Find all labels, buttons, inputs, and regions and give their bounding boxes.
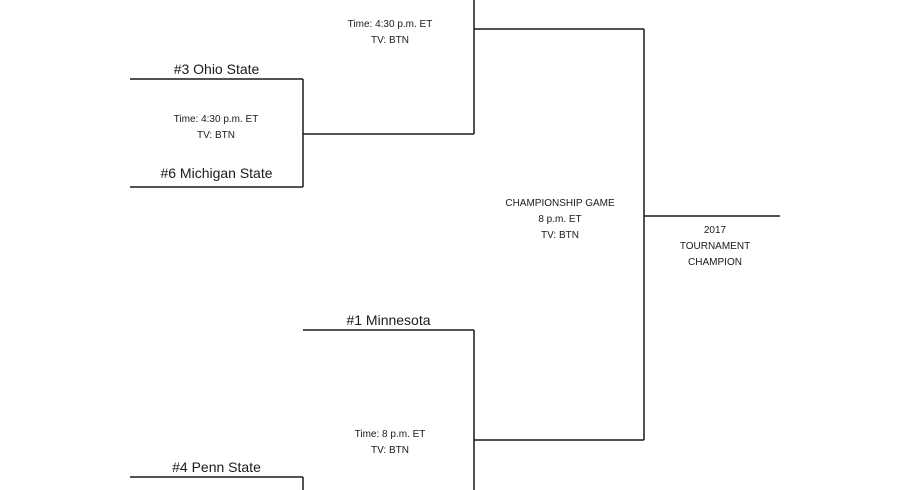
championship-info: CHAMPIONSHIP GAME 8 p.m. ET TV: BTN [490,196,630,244]
team-ohio-state: #3 Ohio State [173,61,260,77]
team-minnesota: #1 Minnesota [346,312,431,328]
bottom-semifinal-tv: TV: BTN [371,445,409,456]
quarterfinal-info: Time: 4:30 p.m. ET TV: BTN [156,112,276,144]
championship-title: CHAMPIONSHIP GAME [505,198,615,209]
quarterfinal-time: Time: 4:30 p.m. ET [173,114,259,125]
champion-year: 2017 [703,225,727,236]
team-penn-state: #4 Penn State [172,459,261,475]
bottom-semifinal-info: Time: 8 p.m. ET TV: BTN [330,427,450,459]
champion-label: 2017 TOURNAMENT CHAMPION [660,223,770,271]
champion-line2: CHAMPION [688,257,742,268]
top-semifinal-info: Time: 4:30 p.m. ET TV: BTN [330,17,450,49]
bottom-semifinal-time: Time: 8 p.m. ET [354,429,426,440]
top-semifinal-tv: TV: BTN [371,35,409,46]
team-michigan-state: #6 Michigan State [160,165,273,181]
champion-line1: TOURNAMENT [679,241,751,252]
quarterfinal-tv: TV: BTN [197,130,235,141]
championship-tv: TV: BTN [541,230,579,241]
championship-time: 8 p.m. ET [538,214,582,225]
top-semifinal-time: Time: 4:30 p.m. ET [347,19,433,30]
